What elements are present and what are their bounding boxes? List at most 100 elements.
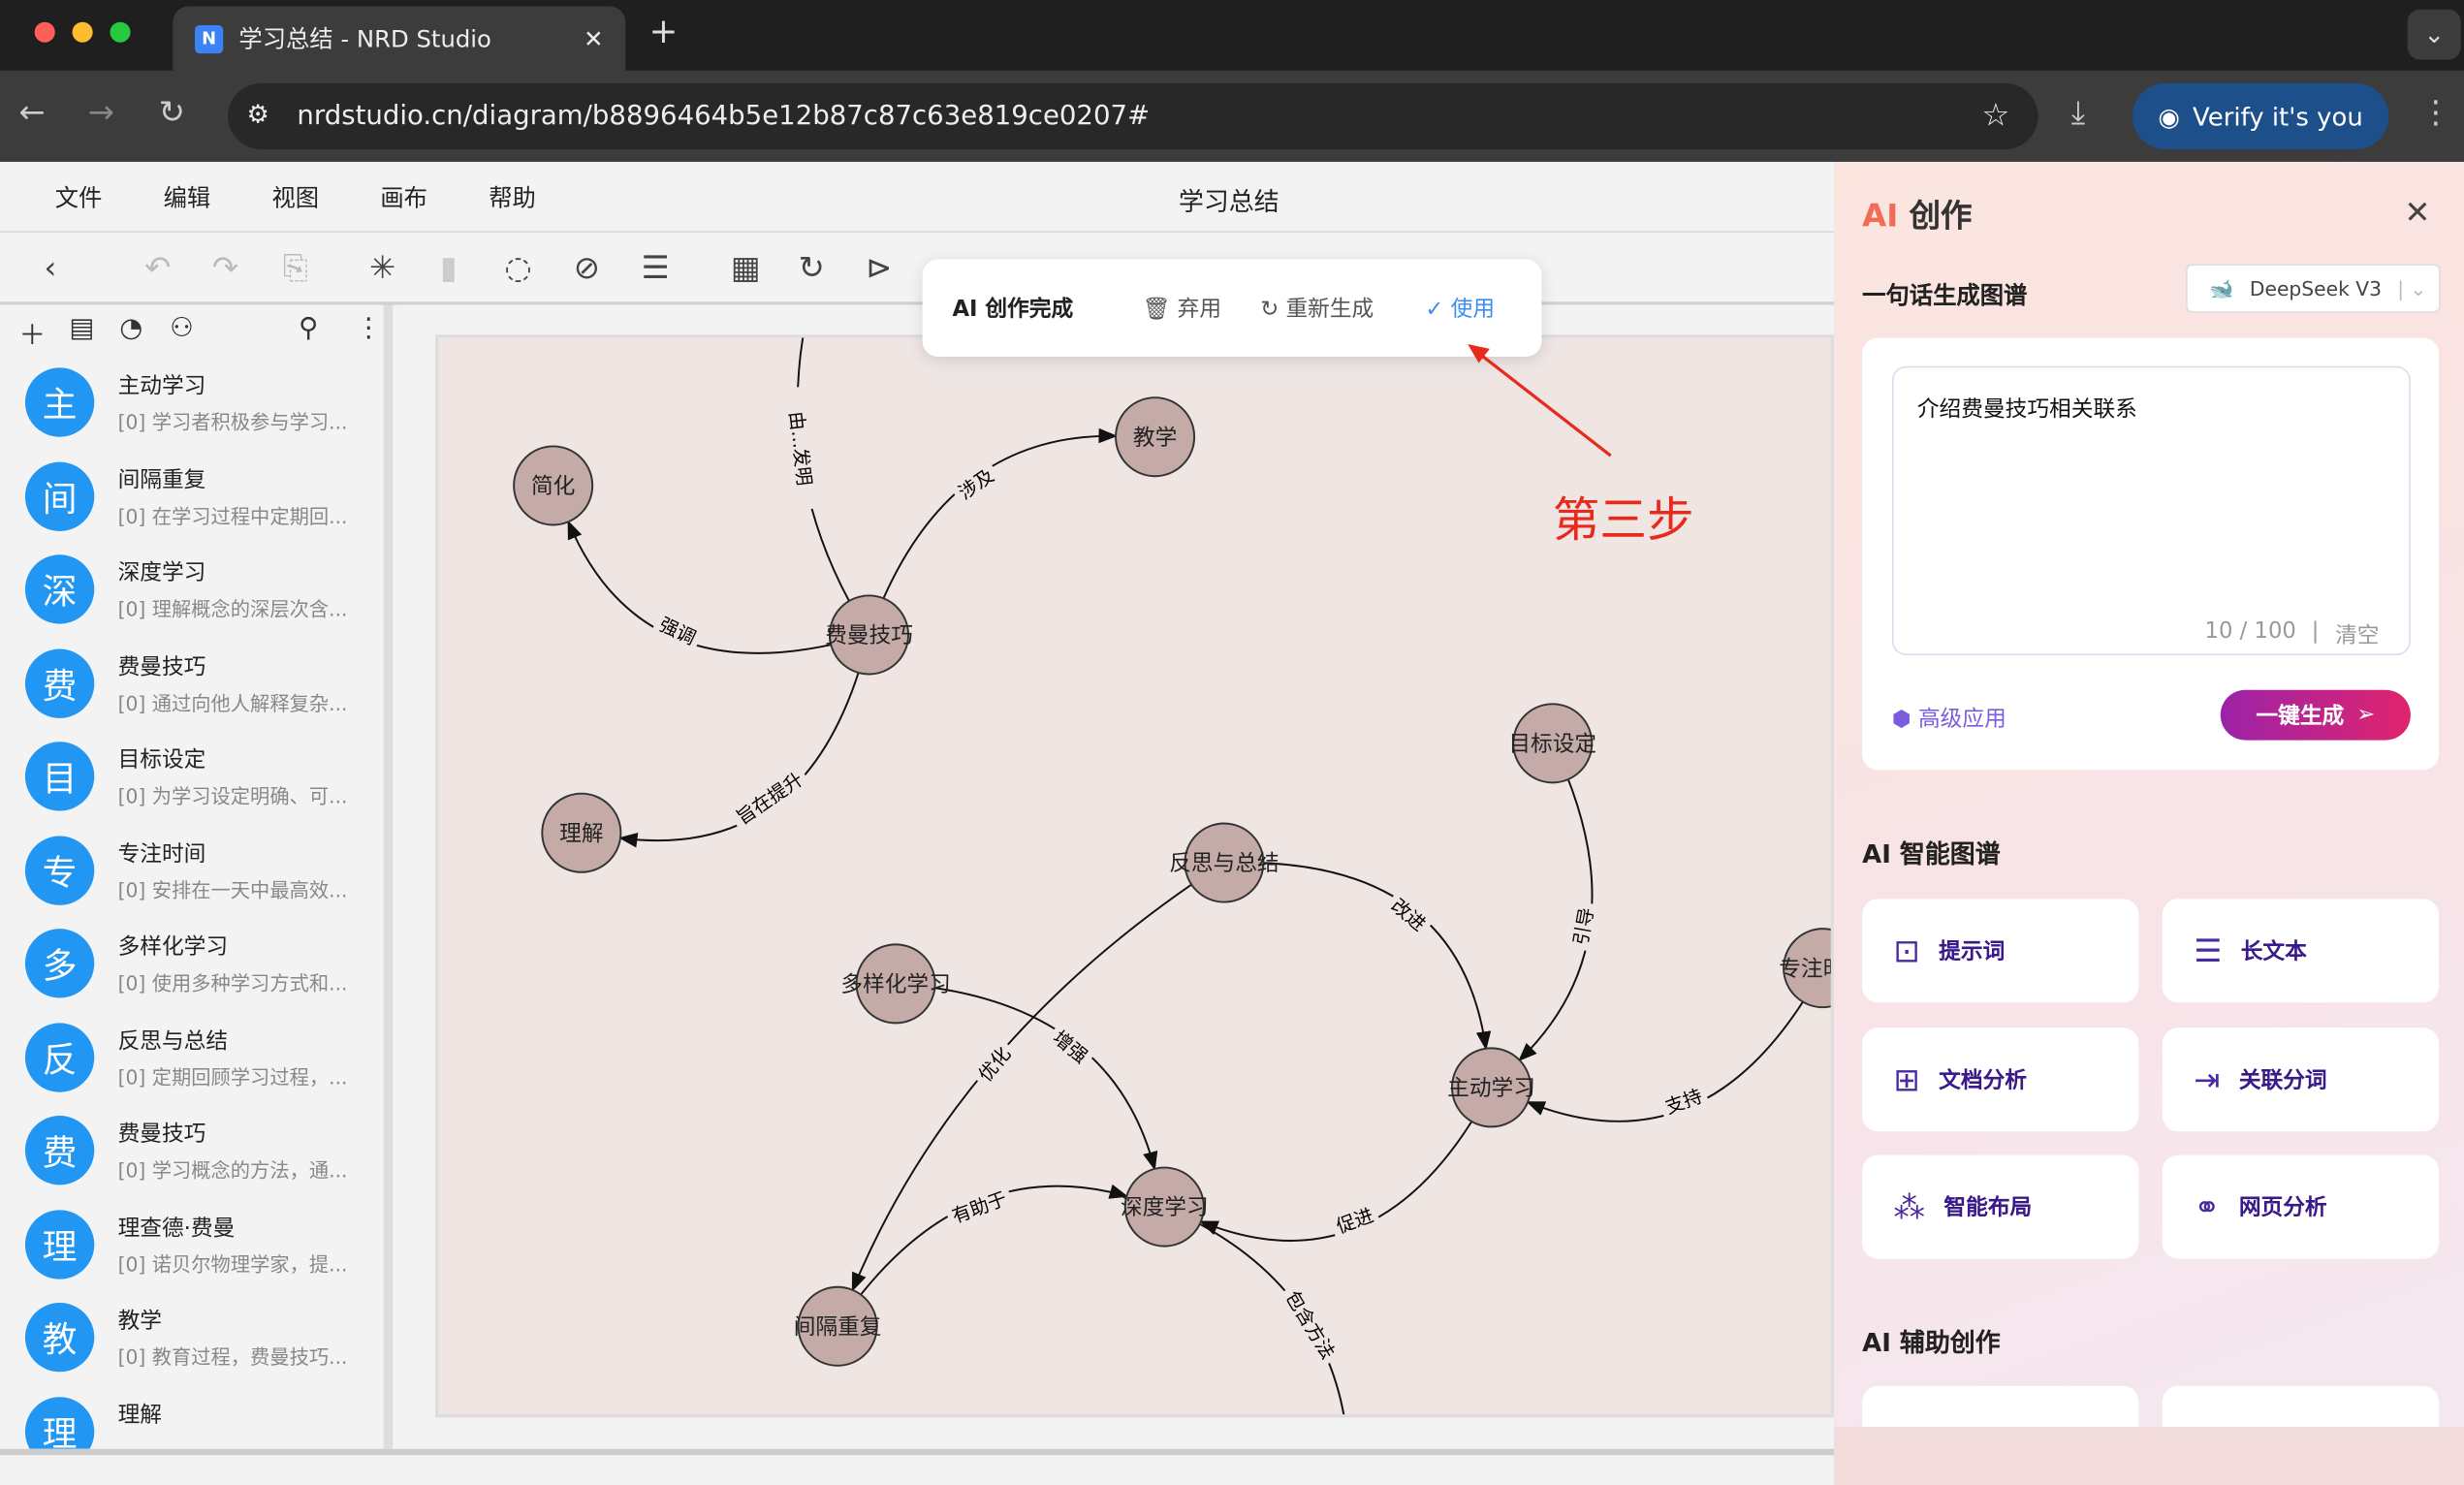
search-icon[interactable]: ⚲ [299, 312, 319, 345]
prompt-textarea[interactable]: 介绍费曼技巧相关联系 10 / 100 | 清空 [1891, 365, 2411, 656]
play-icon[interactable]: ⊳ [866, 248, 893, 287]
forward-icon[interactable]: → [87, 92, 114, 131]
ai-logo-text: AI [1862, 196, 1899, 235]
node-list-item[interactable]: 教教学[0] 教育过程，费曼技巧... [0, 1290, 384, 1383]
node-list-item[interactable]: 专专注时间[0] 安排在一天中最高效... [0, 823, 384, 916]
back-icon[interactable]: ← [18, 92, 46, 131]
graph-node[interactable] [1451, 1047, 1532, 1128]
verify-profile-button[interactable]: ◉Verify it's you [2132, 82, 2389, 150]
feature-card[interactable]: ⚭网页分析 [2162, 1154, 2440, 1259]
collapse-icon[interactable]: ‹ [44, 248, 57, 287]
graph-node[interactable] [829, 594, 910, 676]
feature-card[interactable]: ☰长文本 [2162, 899, 2440, 1003]
feature-card[interactable]: ⇥关联分词 [2162, 1027, 2440, 1131]
discard-button[interactable]: 🗑 弃用 [1143, 293, 1221, 324]
node-list-item[interactable]: 费费曼技巧[0] 通过向他人解释复杂... [0, 636, 384, 729]
graph-node[interactable] [513, 445, 594, 526]
menu-help[interactable]: 帮助 [489, 183, 536, 212]
close-window-button[interactable] [34, 21, 55, 43]
cube-icon: ⬢ [1891, 707, 1911, 733]
feature-card[interactable]: ⊡提示词 [1862, 899, 2139, 1003]
menu-view[interactable]: 视图 [271, 183, 320, 212]
table-icon[interactable]: ▦ [730, 248, 761, 287]
list-icon[interactable]: ▤ [69, 312, 95, 345]
graph-edge[interactable] [868, 427, 1119, 636]
feature-card[interactable]: ⊞文档分析 [1862, 1027, 2139, 1131]
menu-canvas[interactable]: 画布 [380, 183, 427, 212]
browser-menu-icon[interactable]: ⋮ [2419, 92, 2452, 131]
filter-search-icon[interactable]: ☰ [641, 248, 670, 287]
redo-icon[interactable]: ↷ [211, 248, 239, 287]
graph-node[interactable] [1115, 396, 1196, 478]
regenerate-button[interactable]: ↻ 重新生成 [1260, 293, 1374, 324]
node-list-item[interactable]: 反反思与总结[0] 定期回顾学习过程，... [0, 1010, 384, 1103]
format-painter-icon[interactable]: ⎘ [282, 248, 308, 287]
url-text: nrdstudio.cn/diagram/b8896464b5e12b87c87… [297, 100, 1151, 133]
fill-icon[interactable]: ▮ [439, 248, 458, 287]
advanced-app-link[interactable]: ⬢ 高级应用 [1892, 703, 2006, 734]
close-panel-icon[interactable]: ✕ [2404, 193, 2431, 232]
graph-edge[interactable] [1223, 861, 1492, 1051]
feature-label: 提示词 [1939, 939, 2006, 965]
browser-tab[interactable]: N 学习总结 - NRD Studio ✕ [173, 6, 626, 71]
select-icon[interactable]: ✳ [368, 248, 396, 287]
lasso-icon[interactable]: ◌ [504, 248, 532, 287]
node-list-item[interactable]: 理理查德·费曼[0] 诺贝尔物理学家，提... [0, 1197, 384, 1290]
graph-node[interactable] [1123, 1166, 1205, 1248]
graph-edge[interactable] [1518, 742, 1594, 1061]
address-bar-row: ← → ↻ ⚙ nrdstudio.cn/diagram/b8896464b5e… [0, 70, 2464, 162]
hierarchy-icon[interactable]: ⚇ [170, 312, 194, 345]
tab-list-button[interactable]: ⌄ [2407, 9, 2461, 60]
graph-node[interactable] [541, 792, 622, 873]
node-list-item[interactable]: 间间隔重复[0] 在学习过程中定期回... [0, 449, 384, 542]
node-list-item[interactable]: 费费曼技巧[0] 学习概念的方法，通... [0, 1103, 384, 1196]
model-select[interactable]: 🐋 DeepSeek V3 | ⌄ [2186, 264, 2441, 313]
use-button[interactable]: ✓ 使用 [1425, 293, 1495, 324]
more-icon[interactable]: ⋮ [355, 312, 382, 345]
menu-edit[interactable]: 编辑 [163, 183, 211, 212]
clear-button[interactable]: 清空 [2335, 623, 2380, 649]
graph-node[interactable] [797, 1285, 878, 1367]
minimize-window-button[interactable] [72, 21, 93, 43]
node-list-item[interactable]: 深深度学习[0] 理解概念的深层次含... [0, 542, 384, 635]
generate-button[interactable]: 一键生成➢ [2220, 689, 2411, 741]
reload-icon[interactable]: ↻ [158, 92, 185, 131]
graph-edge[interactable] [567, 520, 869, 654]
graph-node[interactable] [1512, 703, 1594, 784]
site-settings-icon[interactable]: ⚙ [246, 99, 269, 129]
refresh-layout-icon[interactable]: ↻ [798, 248, 825, 287]
node-desc: [0] 学习者积极参与学习... [117, 410, 348, 434]
graph-node-label: 反思与总结 [1169, 851, 1279, 876]
node-title: 费曼技巧 [117, 654, 206, 680]
hide-icon[interactable]: ⊘ [573, 248, 600, 287]
graph-node-label: 教学 [1133, 426, 1177, 451]
feature-card[interactable]: ⁂智能布局 [1862, 1154, 2139, 1259]
url-field[interactable]: ⚙ nrdstudio.cn/diagram/b8896464b5e12b87c… [228, 82, 2038, 150]
undo-icon[interactable]: ↶ [144, 248, 172, 287]
node-title: 专注时间 [117, 841, 206, 868]
document-title: 学习总结 [1178, 186, 1279, 217]
node-title: 教学 [117, 1309, 162, 1335]
bookmark-star-icon[interactable]: ☆ [1981, 95, 2010, 134]
graph-node[interactable] [1783, 928, 1834, 1009]
node-list-item[interactable]: 主主动学习[0] 学习者积极参与学习... [0, 355, 384, 448]
pie-chart-icon[interactable]: ◔ [119, 312, 143, 345]
menu-file[interactable]: 文件 [54, 183, 103, 212]
graph-canvas[interactable]: 由...发明涉及强调旨在提升改进引导支持促进增强优化有助于包含方法简化教学费曼技… [435, 334, 1834, 1418]
new-tab-button[interactable]: + [648, 12, 679, 52]
graph-node[interactable] [855, 943, 936, 1025]
add-icon[interactable]: ＋ [18, 320, 47, 353]
maximize-window-button[interactable] [110, 21, 131, 43]
edge-label-bg [1381, 890, 1435, 940]
node-list-item[interactable]: 目目标设定[0] 为学习设定明确、可... [0, 729, 384, 822]
advanced-label: 高级应用 [1917, 707, 2006, 733]
node-list-item[interactable]: 理理解 [0, 1383, 384, 1449]
node-title: 多样化学习 [117, 934, 229, 961]
download-icon[interactable]: ⤓ [2070, 92, 2086, 131]
close-tab-icon[interactable]: ✕ [584, 24, 604, 53]
graph-edge[interactable] [896, 982, 1158, 1171]
node-list-item[interactable]: 多多样化学习[0] 使用多种学习方式和... [0, 916, 384, 1009]
graph-node[interactable] [1184, 822, 1265, 903]
node-desc: [0] 诺贝尔物理学家，提... [117, 1251, 348, 1276]
node-desc: [0] 为学习设定明确、可... [117, 783, 348, 808]
